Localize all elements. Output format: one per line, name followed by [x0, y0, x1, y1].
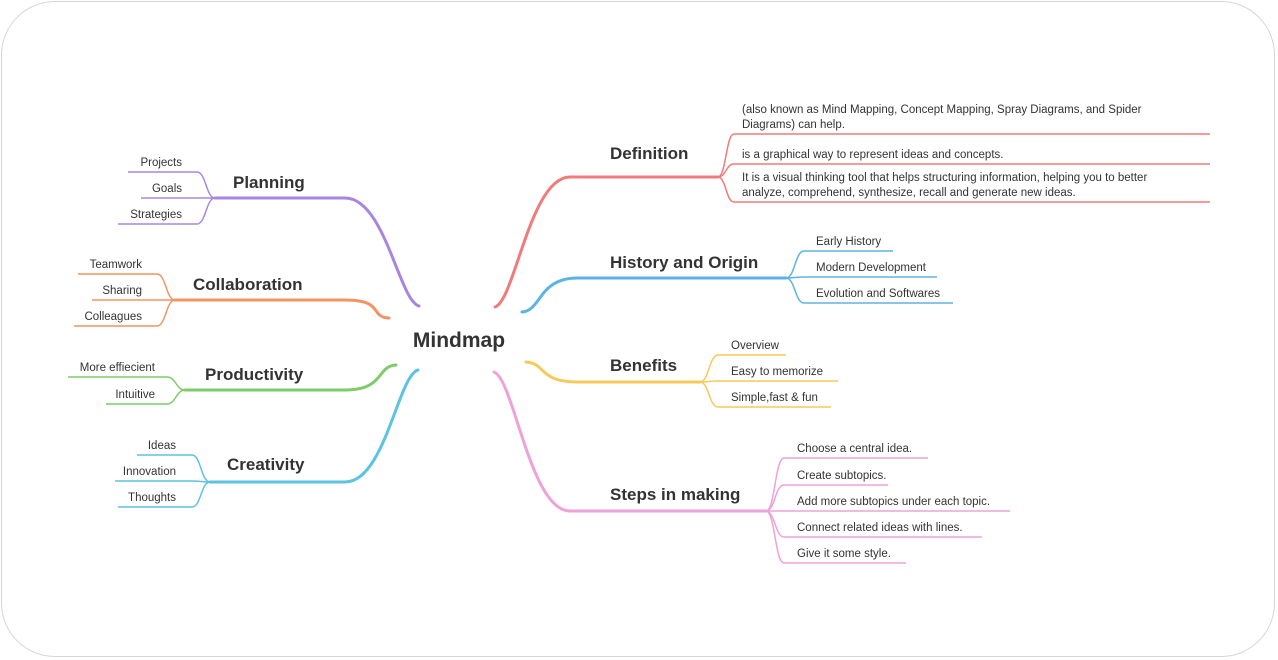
subtopic-label: Choose a central idea. [797, 443, 912, 455]
subtopic-label: Add more subtopics under each topic. [797, 496, 990, 508]
subtopic-connector [765, 510, 785, 564]
subtopic-steps-1[interactable]: Choose a central idea. [765, 443, 928, 512]
subtopic-benefits-1[interactable]: Overview [699, 340, 786, 383]
topic-productivity[interactable]: Productivity [205, 365, 304, 384]
subtopic-label: Sharing [102, 285, 142, 297]
subtopic-connector [156, 273, 176, 301]
subtopic-label: Connect related ideas with lines. [797, 522, 963, 534]
topic-history[interactable]: History and Origin [610, 253, 758, 272]
subtopic-history-2[interactable]: Modern Development [785, 262, 937, 279]
subtopic-label: analyze, comprehend, synthesize, recall … [742, 187, 1076, 199]
subtopic-connector [196, 171, 216, 199]
subtopic-connector [717, 176, 735, 203]
subtopic-connector [765, 484, 785, 512]
subtopic-productivity-2[interactable]: Intuitive [106, 389, 186, 405]
subtopic-label: Create subtopics. [797, 470, 887, 482]
branch-connector-collaboration [173, 298, 391, 320]
branch-connector-history [520, 276, 788, 314]
subtopic-connector [191, 481, 211, 508]
subtopic-creativity-3[interactable]: Thoughts [118, 481, 211, 508]
subtopic-label: Give it some style. [797, 548, 891, 560]
subtopic-collaboration-3[interactable]: Colleagues [74, 299, 176, 327]
subtopic-connector [785, 250, 805, 279]
subtopic-label: Projects [140, 157, 182, 169]
subtopic-label: Innovation [123, 466, 176, 478]
subtopic-label: Ideas [148, 440, 176, 452]
subtopic-planning-2[interactable]: Goals [141, 183, 216, 199]
topic-steps[interactable]: Steps in making [610, 485, 740, 504]
topic-planning[interactable]: Planning [233, 173, 305, 192]
subtopic-label: More effiecient [80, 362, 156, 374]
subtopic-connector [166, 389, 186, 405]
subtopic-label: (also known as Mind Mapping, Concept Map… [742, 104, 1142, 116]
subtopic-label: Easy to memorize [731, 366, 823, 378]
subtopic-connector [191, 454, 211, 483]
branch-connector-planning [213, 196, 421, 308]
subtopic-planning-3[interactable]: Strategies [118, 197, 216, 225]
subtopic-connector [717, 133, 735, 178]
subtopic-label: Evolution and Softwares [816, 288, 940, 300]
branch-connector-steps [492, 370, 768, 513]
subtopic-collaboration-1[interactable]: Teamwork [78, 259, 176, 301]
subtopic-label: Simple,fast & fun [731, 392, 818, 404]
subtopic-label: Intuitive [115, 389, 155, 401]
subtopic-definition-2[interactable]: is a graphical way to represent ideas an… [717, 149, 1210, 178]
subtopic-connector [166, 376, 186, 391]
subtopic-connector [196, 197, 216, 225]
subtopic-label: Overview [731, 340, 780, 352]
subtopic-steps-5[interactable]: Give it some style. [765, 510, 906, 564]
branch-connector-definition [493, 175, 720, 309]
topic-definition[interactable]: Definition [610, 144, 688, 163]
subtopic-productivity-1[interactable]: More effiecient [68, 362, 186, 391]
subtopic-connector [699, 354, 719, 383]
subtopic-collaboration-2[interactable]: Sharing [92, 285, 176, 301]
subtopic-label: It is a visual thinking tool that helps … [742, 172, 1147, 184]
subtopic-connector [717, 163, 735, 178]
subtopic-label: Teamwork [90, 259, 143, 271]
branch-connector-productivity [183, 363, 398, 392]
subtopic-benefits-2[interactable]: Easy to memorize [699, 366, 838, 383]
topic-collaboration[interactable]: Collaboration [193, 275, 303, 294]
subtopic-label: Modern Development [816, 262, 927, 274]
topic-creativity[interactable]: Creativity [227, 455, 305, 474]
subtopic-label: Early History [816, 236, 881, 248]
subtopic-benefits-3[interactable]: Simple,fast & fun [699, 381, 831, 408]
subtopic-connector [785, 277, 805, 304]
branch-connector-creativity [208, 368, 420, 484]
topic-benefits[interactable]: Benefits [610, 356, 677, 375]
subtopic-label: Strategies [130, 209, 182, 221]
subtopic-definition-3[interactable]: It is a visual thinking tool that helps … [717, 172, 1210, 203]
subtopic-label: Goals [152, 183, 182, 195]
subtopic-label: Colleagues [84, 311, 142, 323]
subtopic-label: Diagrams) can help. [742, 119, 845, 131]
central-topic[interactable]: Mindmap [413, 329, 505, 352]
subtopic-label: Thoughts [128, 492, 176, 504]
branch-definition: Definition (also known as Mind Mapping, C… [493, 104, 1210, 309]
subtopic-steps-4[interactable]: Connect related ideas with lines. [765, 510, 982, 538]
subtopic-definition-1[interactable]: (also known as Mind Mapping, Concept Map… [717, 104, 1210, 178]
branch-steps: Steps in making Choose a central idea. Cre… [492, 370, 1010, 564]
subtopic-label: is a graphical way to represent ideas an… [742, 149, 1003, 161]
subtopic-connector [156, 299, 176, 327]
subtopic-steps-3[interactable]: Add more subtopics under each topic. [766, 496, 1010, 512]
subtopic-connector [765, 457, 785, 512]
subtopic-creativity-2[interactable]: Innovation [115, 466, 211, 483]
subtopic-history-3[interactable]: Evolution and Softwares [785, 277, 953, 304]
subtopic-connector [699, 381, 719, 408]
branch-connector-benefits [524, 360, 702, 384]
